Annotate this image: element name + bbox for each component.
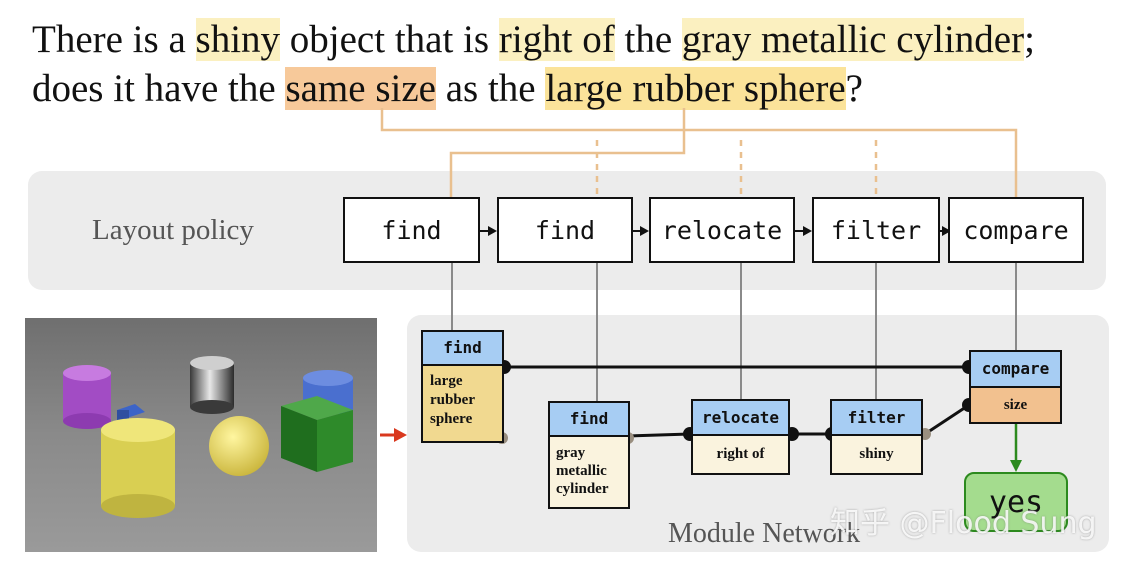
module-body: large rubber sphere [423,366,502,441]
policy-compare: compare [948,197,1084,263]
module-body: gray metallic cylinder [550,437,628,507]
question-text: as the [435,67,546,110]
layout-policy-label: Layout policy [92,214,254,246]
question-text: the [614,18,682,61]
module-arg: size [971,388,1060,422]
module-arg: right of [693,436,788,473]
module-compare: compare size [969,350,1062,424]
module-head: relocate [693,401,788,436]
question-line-2: does it have the same size as the large … [32,66,863,112]
question-line-1: There is a shiny object that is right of… [32,17,1035,63]
highlight-shiny: shiny [195,18,281,61]
answer-yes: yes [964,472,1068,532]
module-filter: filter shiny [830,399,923,475]
question-text: ; [1024,18,1035,61]
module-arg: large [430,373,463,389]
scene-image [25,318,377,552]
highlight-gray-metallic-cylinder: gray metallic cylinder [681,18,1025,61]
module-relocate: relocate right of [691,399,790,475]
module-arg: rubber [430,392,475,408]
module-arg: gray [556,445,586,461]
watermark: 知乎 @Flood Sung [830,506,1097,541]
policy-find-2: find [497,197,633,263]
policy-find-1: find [343,197,480,263]
highlight-same-size: same size [285,67,436,110]
module-head: compare [971,352,1060,388]
module-find-cylinder: find gray metallic cylinder [548,401,630,509]
question-text: ? [845,67,863,110]
question-text: does it have the [32,67,286,110]
module-network-label: Module Network [668,518,861,549]
question-text: object that is [280,18,499,61]
module-arg: metallic [556,463,607,479]
policy-filter: filter [812,197,940,263]
module-arg: sphere [430,411,473,427]
policy-relocate: relocate [649,197,795,263]
question-text: There is a [32,18,196,61]
module-find-sphere: find large rubber sphere [421,330,504,443]
module-head: find [423,332,502,366]
module-head: filter [832,401,921,436]
module-head: find [550,403,628,437]
highlight-right-of: right of [498,18,615,61]
highlight-large-rubber-sphere: large rubber sphere [545,67,846,110]
module-arg: cylinder [556,481,609,497]
module-arg: shiny [832,436,921,473]
